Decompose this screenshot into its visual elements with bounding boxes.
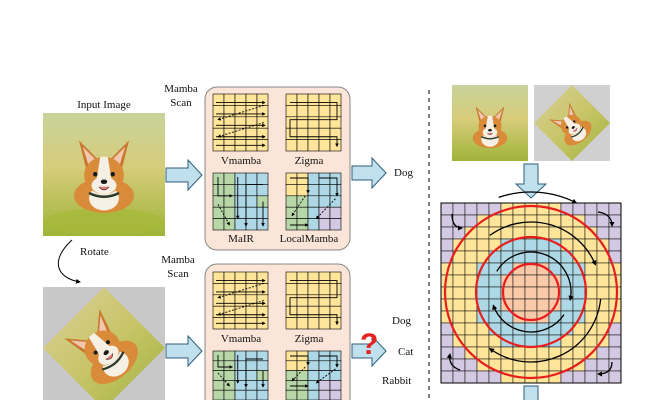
input-image-label: Input Image [77,99,131,111]
block-arrow-to-bottom-panel [165,334,203,368]
output-dog-option: Dog [392,315,411,327]
block-arrow-to-dog [351,156,387,190]
circular-scan-grid [440,191,622,384]
rotated-input-image [43,287,165,400]
block-arrow-down-top [514,163,548,199]
vmamba-label-bottom: Vmamba [220,333,262,345]
block-arrow-to-uncertain [351,334,387,368]
mamba-scan-label-top-1: Mamba [164,83,198,95]
output-dog-label: Dog [394,167,413,179]
mair-label-top: MaIR [228,233,254,245]
scan-panel-top [204,86,351,251]
mamba-scan-label-bottom-1: Mamba [161,254,195,266]
uncertain-question-mark: ? [360,328,379,361]
vmamba-grid [212,271,269,330]
localmamba-grid [285,350,342,400]
input-image [43,113,165,236]
localmamba-grid [285,172,342,231]
block-arrow-down-bottom [523,385,539,400]
zigma-grid [285,271,342,330]
mair-grid [212,350,269,400]
zigma-grid [285,93,342,152]
output-cat-option: Cat [398,346,414,358]
mamba-scan-label-bottom-2: Scan [167,268,189,280]
rotate-label: Rotate [80,246,109,258]
mair-grid [212,172,269,231]
red-scan-rings [443,204,619,380]
vmamba-label-top: Vmamba [220,155,262,167]
output-rabbit-option: Rabbit [382,375,412,387]
mamba-scan-label-top-2: Scan [170,97,192,109]
right-example-image [452,85,528,161]
rotate-arrow [57,239,81,284]
right-rotated-example-image [534,85,610,161]
zigma-label-top: Zigma [294,155,324,167]
zigma-label-bottom: Zigma [294,333,324,345]
block-arrow-to-top-panel [165,158,203,192]
vmamba-grid [212,93,269,152]
localmamba-label-top: LocalMamba [279,233,339,245]
scan-panel-bottom [204,263,351,400]
